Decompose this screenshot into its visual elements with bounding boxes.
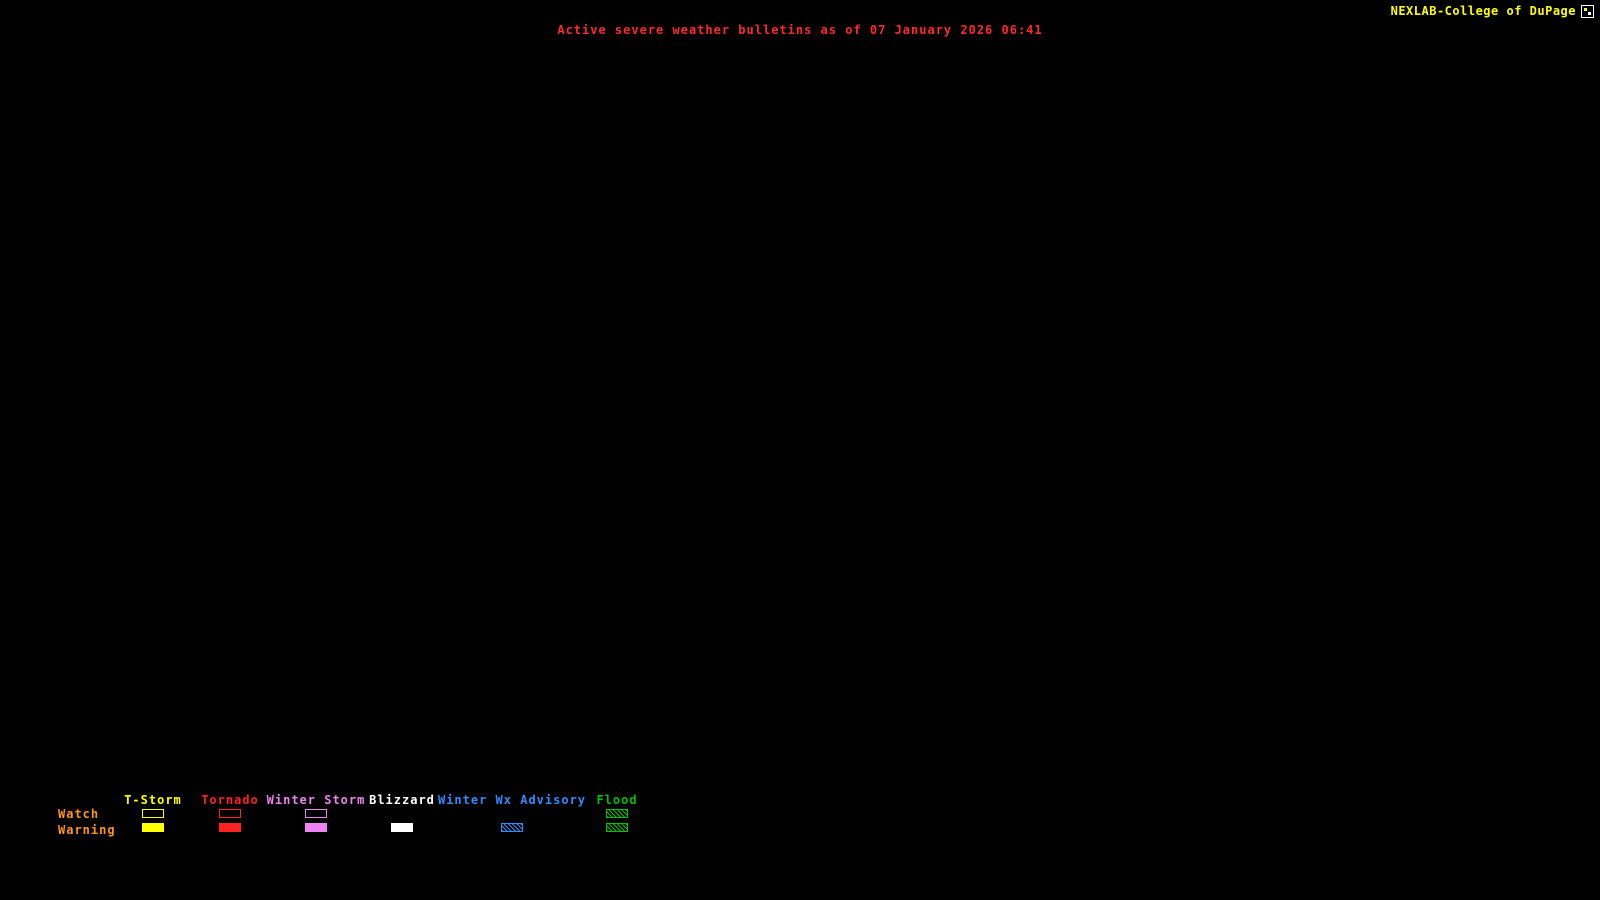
nexlab-logo-icon <box>1581 4 1594 18</box>
attribution: NEXLAB-College of DuPage <box>1391 4 1594 18</box>
attribution-text: NEXLAB-College of DuPage <box>1390 4 1576 18</box>
page-title: Active severe weather bulletins as of 07… <box>557 23 1043 37</box>
